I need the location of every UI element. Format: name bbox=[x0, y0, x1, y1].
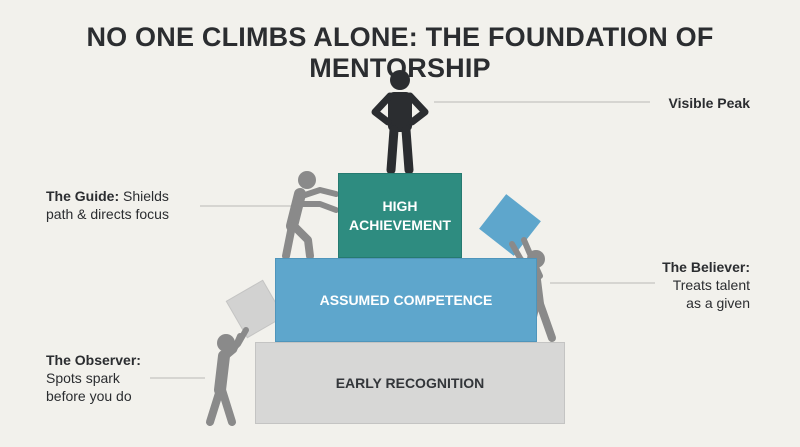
guide-line2: path & directs focus bbox=[46, 206, 169, 223]
guide-name: The Guide: bbox=[46, 188, 120, 204]
block-assumed-label: ASSUMED COMPETENCE bbox=[319, 291, 493, 308]
believer-line2: as a given bbox=[686, 295, 750, 312]
observer-name: The Observer: bbox=[46, 352, 141, 368]
believer-name: The Believer: bbox=[662, 259, 750, 275]
label-visible-peak: Visible Peak bbox=[668, 95, 750, 111]
observer-figure-icon bbox=[206, 279, 285, 426]
block-assumed-competence: ASSUMED COMPETENCE bbox=[275, 258, 537, 342]
block-high-achievement: HIGH ACHIEVEMENT bbox=[338, 173, 462, 258]
label-believer: The Believer: Treats talent as a given bbox=[662, 258, 750, 313]
label-guide: The Guide: Shields path & directs focus bbox=[46, 187, 169, 223]
block-high-label-line2: ACHIEVEMENT bbox=[349, 216, 451, 233]
block-high-label-line1: HIGH bbox=[382, 197, 418, 214]
peak-figure-icon bbox=[371, 70, 429, 175]
label-observer: The Observer: Spots spark before you do bbox=[46, 351, 141, 406]
observer-line1: Spots spark bbox=[46, 370, 120, 387]
page-title: NO ONE CLIMBS ALONE: THE FOUNDATION OF M… bbox=[86, 22, 714, 83]
believer-line1: Treats talent bbox=[672, 277, 750, 294]
observer-line2: before you do bbox=[46, 388, 132, 405]
guide-line1: Shields bbox=[123, 188, 169, 204]
block-early-recognition: EARLY RECOGNITION bbox=[255, 342, 565, 424]
block-early-label: EARLY RECOGNITION bbox=[335, 374, 485, 391]
guide-figure-icon bbox=[282, 171, 339, 260]
